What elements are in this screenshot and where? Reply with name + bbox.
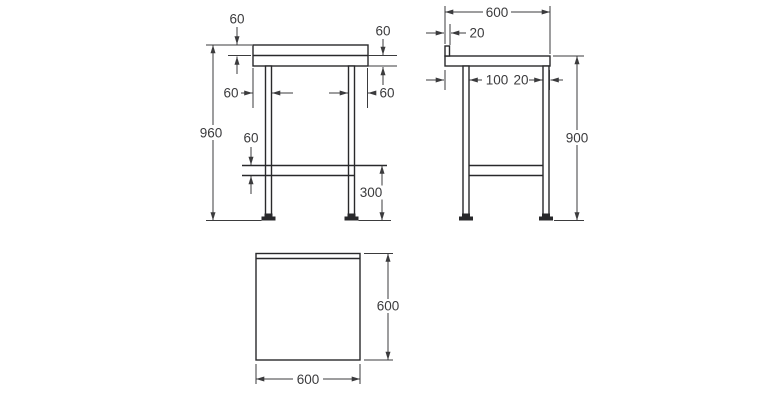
dim-upstand-height: 60 — [228, 12, 251, 74]
dim-upstand-thickness: 20 — [426, 24, 485, 45]
dim-upstand-thickness-label: 20 — [469, 26, 484, 41]
side-rear-leg — [462, 65, 470, 216]
dim-shelf-thickness: 60 — [243, 131, 259, 194]
side-upstand — [444, 45, 451, 57]
dim-worktop-height-label: 900 — [566, 131, 589, 146]
dim-leg-inset-left: 60 — [223, 68, 293, 108]
dim-rear-leg-offset-label: 100 — [486, 73, 509, 88]
side-rear-foot — [459, 213, 473, 221]
dim-shelf-thickness-label: 60 — [243, 131, 258, 146]
dim-overall-height-label: 960 — [200, 126, 223, 141]
side-front-foot — [539, 213, 553, 221]
dim-front-leg-offset: 20 — [513, 70, 563, 90]
plan-view: 600 600 — [255, 252, 402, 387]
dim-worktop-height: 900 — [553, 55, 593, 221]
dim-overall-depth: 600 — [444, 5, 551, 54]
dim-plan-depth: 600 — [364, 253, 402, 361]
dim-plan-depth-label: 600 — [377, 299, 400, 314]
side-elevation-view: 600 20 100 20 900 — [426, 5, 593, 221]
plan-worktop — [255, 252, 361, 361]
dim-top-thickness: 60 — [368, 24, 397, 85]
dim-undershelf-height-label: 300 — [360, 185, 383, 200]
side-front-leg — [542, 65, 550, 216]
dim-plan-width-label: 600 — [297, 372, 320, 387]
dim-leg-inset-right-label: 60 — [379, 86, 394, 101]
dim-overall-height: 960 — [196, 44, 252, 221]
dim-upstand-height-label: 60 — [229, 12, 244, 27]
side-worktop — [444, 55, 551, 67]
dim-leg-inset-left-label: 60 — [223, 86, 238, 101]
front-left-foot — [261, 213, 276, 221]
dim-overall-depth-label: 600 — [486, 5, 509, 20]
dim-front-leg-offset-label: 20 — [513, 73, 528, 88]
dim-rear-leg-offset: 100 — [426, 70, 508, 90]
dim-undershelf-height: 300 — [356, 165, 387, 221]
dim-leg-inset-right: 60 — [329, 68, 395, 108]
dim-plan-width: 600 — [255, 364, 361, 387]
front-left-leg — [264, 65, 273, 216]
front-elevation-view: 960 60 60 60 60 — [196, 12, 397, 221]
front-right-leg — [347, 65, 356, 216]
front-right-foot — [344, 213, 359, 221]
dim-top-thickness-label: 60 — [375, 24, 390, 39]
